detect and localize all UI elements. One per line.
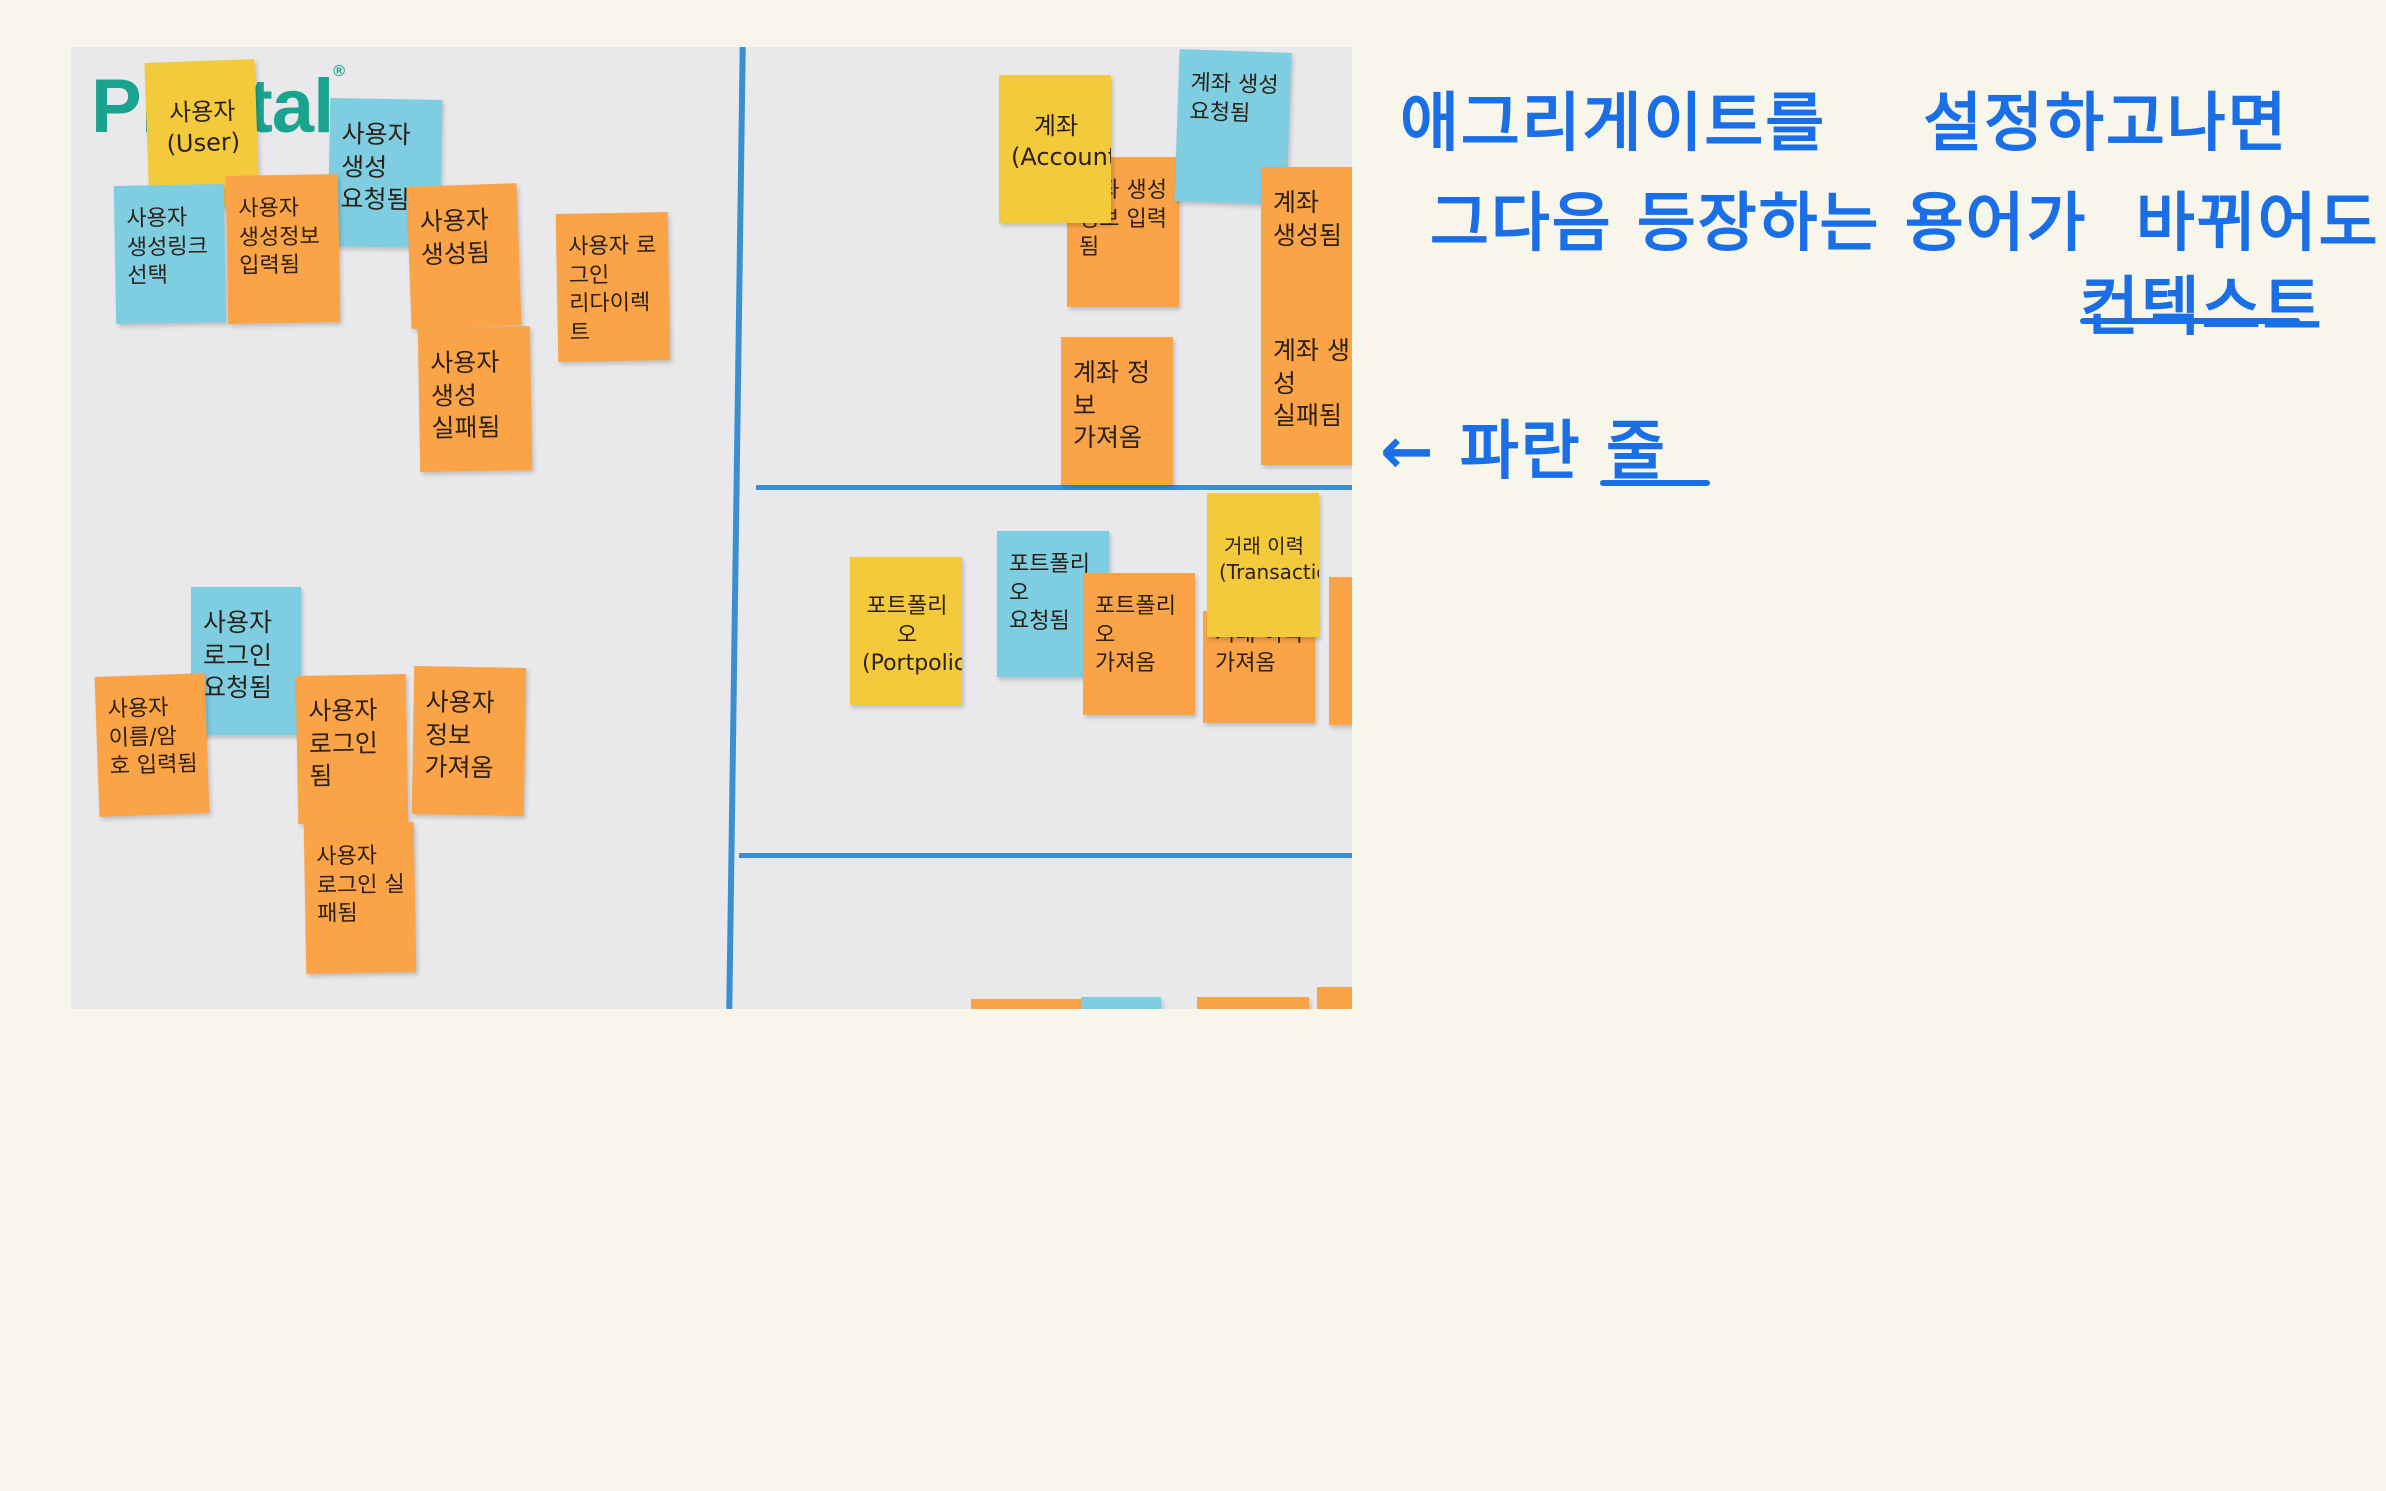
horizontal-blue-line-bottom bbox=[739, 853, 1352, 858]
sticky-note-login-failed: 사용자 로그인 실패됨 bbox=[303, 822, 417, 974]
annotation-underline-2 bbox=[1600, 480, 1710, 486]
sticky-note-account-info-fetched: 계좌 정보 가져옴 bbox=[1061, 337, 1173, 485]
sticky-note-login-redirect: 사용자 로그인 리다이렉트 bbox=[555, 212, 671, 362]
sticky-note-info-entered: 사용자 생성정보 입력됨 bbox=[225, 174, 341, 324]
sticky-note-account-create-failed: 계좌 생성 실패됨 bbox=[1261, 315, 1352, 465]
sticky-note-login-request: 사용자 로그인 요청됨 bbox=[191, 587, 301, 735]
sticky-note-transaction-aggregate: 거래 이력 (Transaction) bbox=[1207, 493, 1319, 637]
sticky-note-portfolio-aggregate: 포트폴리오 (Portpolio) bbox=[850, 557, 962, 705]
sticky-note-bottom-3 bbox=[1197, 997, 1309, 1009]
sticky-note-create-failed: 사용자 생성 실패됨 bbox=[417, 326, 533, 472]
vertical-blue-line bbox=[726, 47, 746, 1009]
annotation-line-1: 애그리게이트를 설정하고나면 bbox=[1400, 87, 2289, 161]
sticky-note-logged-in: 사용자 로그인 됨 bbox=[295, 674, 409, 824]
annotation-line-2: 그다음 등장하는 용어가 바뀌어도 bbox=[1430, 187, 2380, 261]
sticky-note-create-link: 사용자 생성링크선택 bbox=[113, 184, 227, 324]
sticky-note-bottom-2 bbox=[1081, 997, 1161, 1009]
annotation-line-3: 컨텍스트 bbox=[2080, 271, 2324, 345]
annotation-underline bbox=[2080, 318, 2300, 324]
sticky-note-edge bbox=[1329, 577, 1352, 725]
sticky-note-portfolio-fetched: 포트폴리오 가져옴 bbox=[1083, 573, 1195, 715]
sticky-note-name-entered: 사용자 이름/암호 입력됨 bbox=[94, 673, 210, 817]
sticky-note-account-aggregate: 계좌 (Account) bbox=[999, 75, 1111, 223]
sticky-note-account-created: 계좌 생성됨 bbox=[1261, 167, 1352, 317]
horizontal-blue-line-top bbox=[756, 485, 1352, 490]
sticky-note-info-fetched: 사용자 정보 가져옴 bbox=[411, 666, 527, 816]
event-storming-photo: Pivotal® 사용자 (User) 사용자 생성 요청됨 사용자 생성링크선… bbox=[71, 47, 1352, 1009]
sticky-note-bottom-1 bbox=[971, 999, 1083, 1009]
annotation-blue-line-note: ← 파란 줄 bbox=[1380, 415, 1667, 489]
sticky-note-user-created: 사용자 생성됨 bbox=[406, 183, 522, 329]
sticky-note-bottom-4 bbox=[1317, 987, 1352, 1009]
